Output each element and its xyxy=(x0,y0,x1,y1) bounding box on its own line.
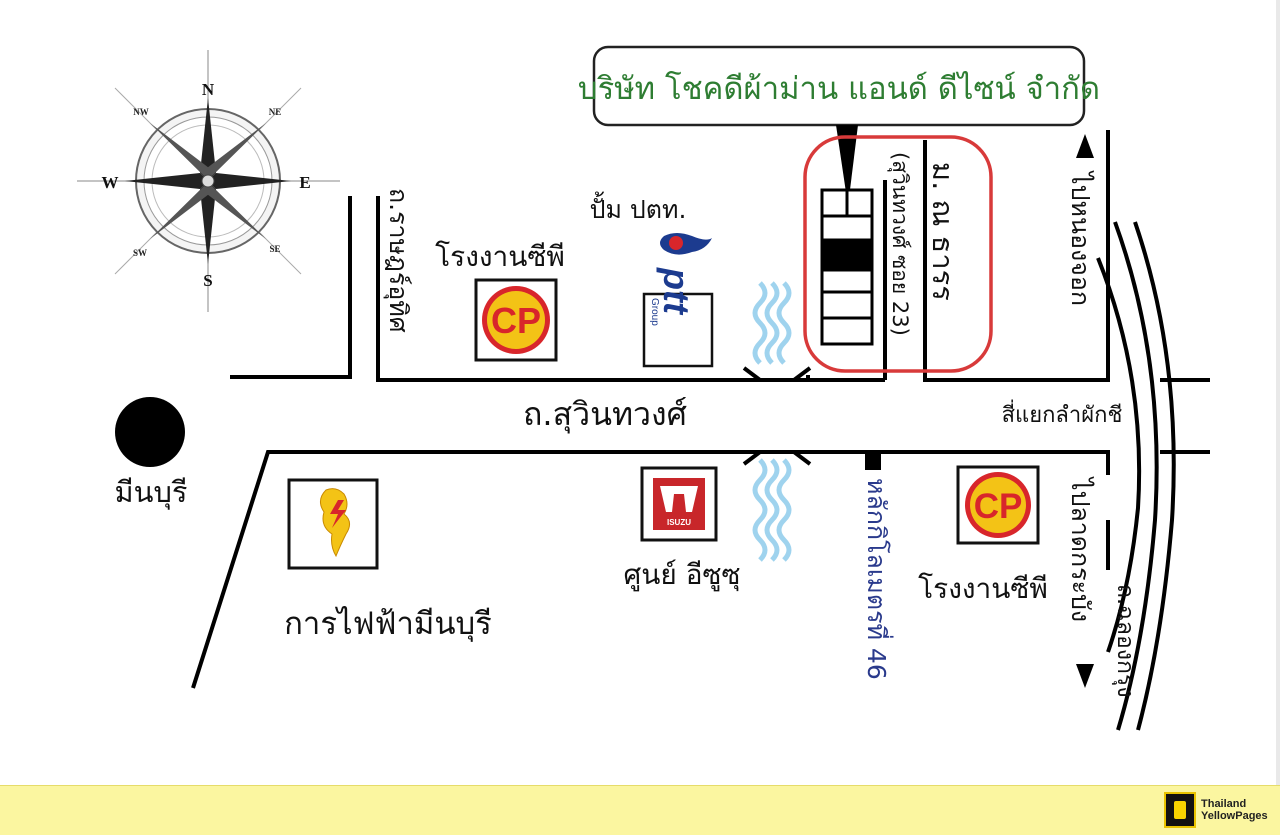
location-map: N S E W NW NE SW SE บริษัท โชคดีผ้าม่าน … xyxy=(77,45,1210,731)
compass-ne-label: NE xyxy=(269,107,282,117)
compass-sw-label: SW xyxy=(133,248,147,258)
footer-bar: Thailand YellowPages xyxy=(0,785,1280,835)
company-name: บริษัท โชคดีผ้าม่าน แอนด์ ดีไซน์ จำกัด xyxy=(578,71,1100,107)
isuzu-label: ศูนย์ อีซูซุ xyxy=(623,558,740,592)
isuzu-logo-text: ISUZU xyxy=(667,518,691,527)
road-lines xyxy=(191,130,1210,731)
cp-logo-1-text: CP xyxy=(491,300,541,341)
cp-logo-2-text: CP xyxy=(974,487,1023,526)
road-label-ramkhamhaeng: ถ.ราษฎร์อุทิศ xyxy=(383,188,413,333)
page-edge xyxy=(1276,0,1280,785)
soi-label: (สุวินทวงศ์ ซอย 23) xyxy=(887,152,912,336)
ptt-logo-text: ptt xyxy=(656,267,697,316)
ptt-group-text: Group xyxy=(649,298,660,326)
to-lat-krabang-label: ไปลาดกระบัง xyxy=(1066,476,1095,622)
cp-logo-1 xyxy=(474,278,558,362)
yellowpages-logo-line1: Thailand xyxy=(1201,798,1247,810)
company-building-block xyxy=(820,188,874,346)
thailand-yellowpages-logo[interactable]: Thailand YellowPages xyxy=(1164,792,1272,828)
ptt-logo xyxy=(642,233,714,368)
min-buri-dot xyxy=(115,397,185,467)
intersection-label: สี่แยกลำผักชี xyxy=(1002,399,1123,428)
compass-e-label: E xyxy=(299,173,310,192)
river xyxy=(752,281,792,562)
yellowpages-logo-line2: YellowPages xyxy=(1201,810,1268,822)
cp-factory-1-label: โรงงานซีพี xyxy=(435,240,565,273)
road-label-suwinthawong: ถ.สุวินทวงศ์ xyxy=(523,395,687,434)
compass-rose xyxy=(77,50,340,312)
compass-s-label: S xyxy=(203,271,212,290)
bridge-marker xyxy=(742,366,812,466)
arrow-up-icon xyxy=(1076,134,1094,158)
ptt-label: ปั้ม ปตท. xyxy=(590,191,687,224)
isuzu-logo xyxy=(640,466,718,542)
road-label-chalong-krung: ถ.ฉลองกรุง xyxy=(1112,584,1138,698)
compass-se-label: SE xyxy=(269,244,280,254)
compass-w-label: W xyxy=(102,173,119,192)
min-buri-label: มีนบุรี xyxy=(115,475,188,510)
pea-label: การไฟฟ้ามีนบุรี xyxy=(284,606,492,643)
village-label: ม. ณ ธารร xyxy=(926,162,960,301)
callout-pointer xyxy=(836,125,858,206)
arrow-down-icon xyxy=(1076,664,1094,688)
cp-factory-2-label: โรงงานซีพี xyxy=(918,572,1048,605)
compass-nw-label: NW xyxy=(133,107,149,117)
pea-logo xyxy=(287,478,379,570)
cp-logo-2 xyxy=(956,465,1040,545)
compass-n-label: N xyxy=(202,80,215,99)
km-marker-post xyxy=(865,452,881,470)
location-highlight-ring xyxy=(803,135,993,373)
to-nong-chok-label: ไปหนองจอก xyxy=(1066,170,1095,306)
yellowpages-icon xyxy=(1164,792,1196,828)
km-marker-label: หลักกิโลเมตรที่ 46 xyxy=(862,478,894,680)
